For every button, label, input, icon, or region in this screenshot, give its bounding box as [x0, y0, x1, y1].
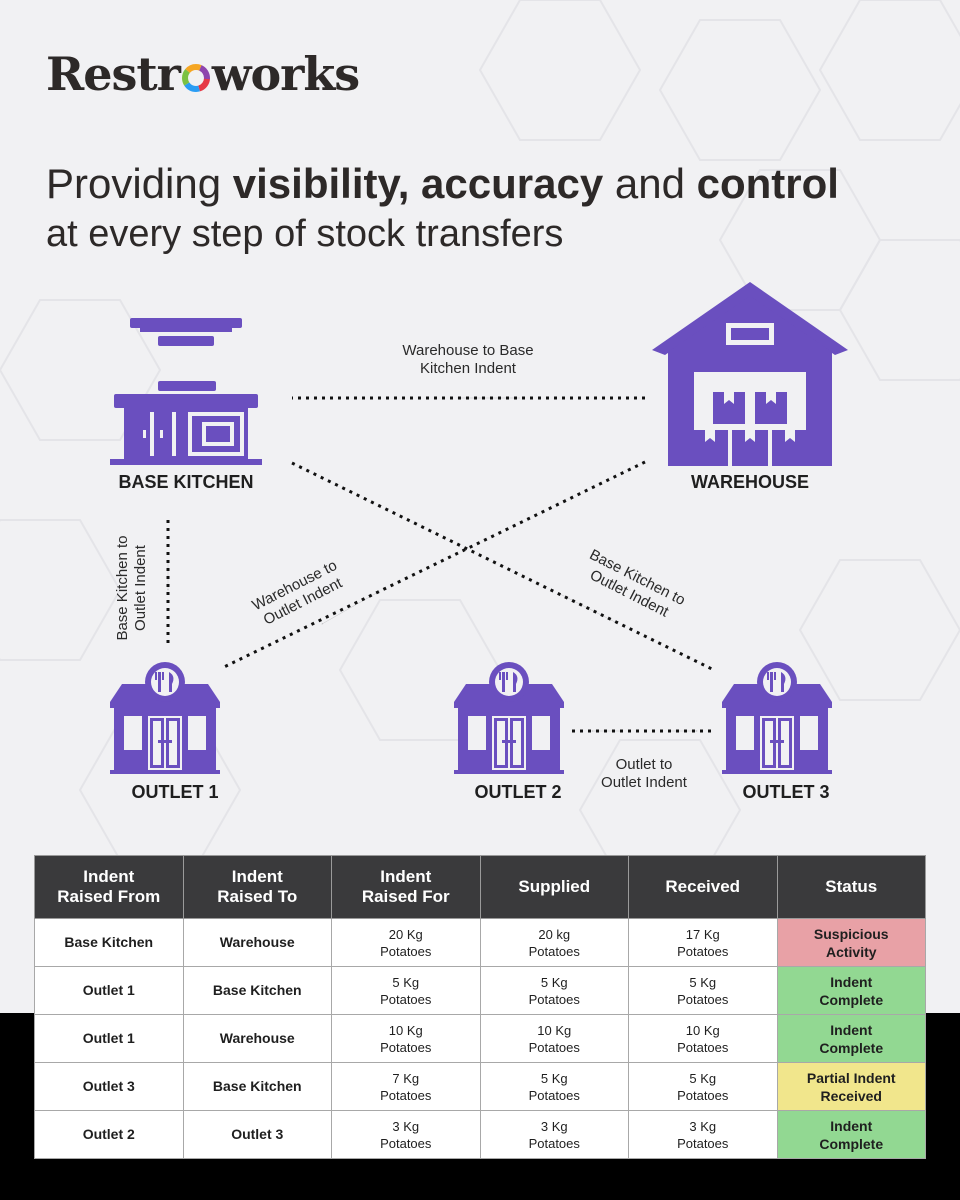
header-received: Received [628, 855, 778, 919]
cell-to: Warehouse [182, 918, 332, 967]
cell-from: Outlet 1 [34, 966, 184, 1015]
cell-to: Outlet 3 [182, 1110, 332, 1159]
diagram-graphics [110, 282, 848, 774]
outlet-1-icon [110, 662, 220, 774]
label-base-kitchen: BASE KITCHEN [118, 472, 254, 492]
cell-from: Outlet 1 [34, 1014, 184, 1063]
cell-from: Outlet 3 [34, 1062, 184, 1111]
edge-warehouse-outlet1 [221, 460, 646, 670]
headline-line-1: Providing visibility, accuracy and contr… [46, 158, 936, 210]
edge-label-line: Outlet to [615, 756, 673, 773]
edge-label-line: Kitchen Indent [420, 360, 516, 377]
restroworks-logo: Restr works [46, 44, 360, 104]
headline-pre: Providing [46, 160, 233, 207]
connector-lines [166, 396, 716, 733]
label-outlet-2: OUTLET 2 [474, 782, 562, 802]
header-supplied: Supplied [479, 855, 629, 919]
headline-bold-1: visibility, accuracy [232, 160, 604, 207]
label-outlet-1: OUTLET 1 [131, 782, 219, 802]
cell-to: Warehouse [182, 1014, 332, 1063]
edge-label-line: Outlet Indent [132, 545, 149, 631]
cell-to: Base Kitchen [182, 966, 332, 1015]
label-warehouse: WAREHOUSE [690, 472, 809, 492]
headline-bold-2: control [696, 160, 839, 207]
logo-text-right: works [211, 47, 360, 101]
edge-label-line: Outlet Indent [601, 774, 687, 791]
logo-ring-icon [181, 64, 210, 92]
headline-line-2: at every step of stock transfers [46, 213, 564, 255]
header-status: Status [776, 855, 926, 919]
cell-to: Base Kitchen [182, 1062, 332, 1111]
outlet-3-icon [722, 662, 832, 774]
edge-label-warehouse-to-base-kitchen: Warehouse to Base Kitchen Indent [368, 342, 568, 378]
headline: Providing visibility, accuracy and contr… [46, 158, 936, 258]
edge-label-base-kitchen-to-outlet-vertical: Base Kitchen to Outlet Indent [114, 488, 150, 688]
warehouse-icon [652, 282, 848, 466]
logo-text-left: Restr [46, 47, 181, 101]
headline-mid: and [603, 160, 697, 207]
edge-label-line: Base Kitchen to [114, 535, 131, 641]
base-kitchen-icon [110, 318, 262, 465]
edge-label-outlet-to-outlet: Outlet to Outlet Indent [574, 756, 714, 792]
label-outlet-3: OUTLET 3 [742, 782, 830, 802]
edge-label-line: Warehouse to Base [402, 342, 534, 359]
stock-transfer-diagram: BASE KITCHEN WAREHOUSE OUTLET 1 OUTLET 2… [0, 270, 960, 830]
outlet-2-icon [454, 662, 564, 774]
cell-from: Base Kitchen [34, 918, 184, 967]
cell-from: Outlet 2 [34, 1110, 184, 1159]
